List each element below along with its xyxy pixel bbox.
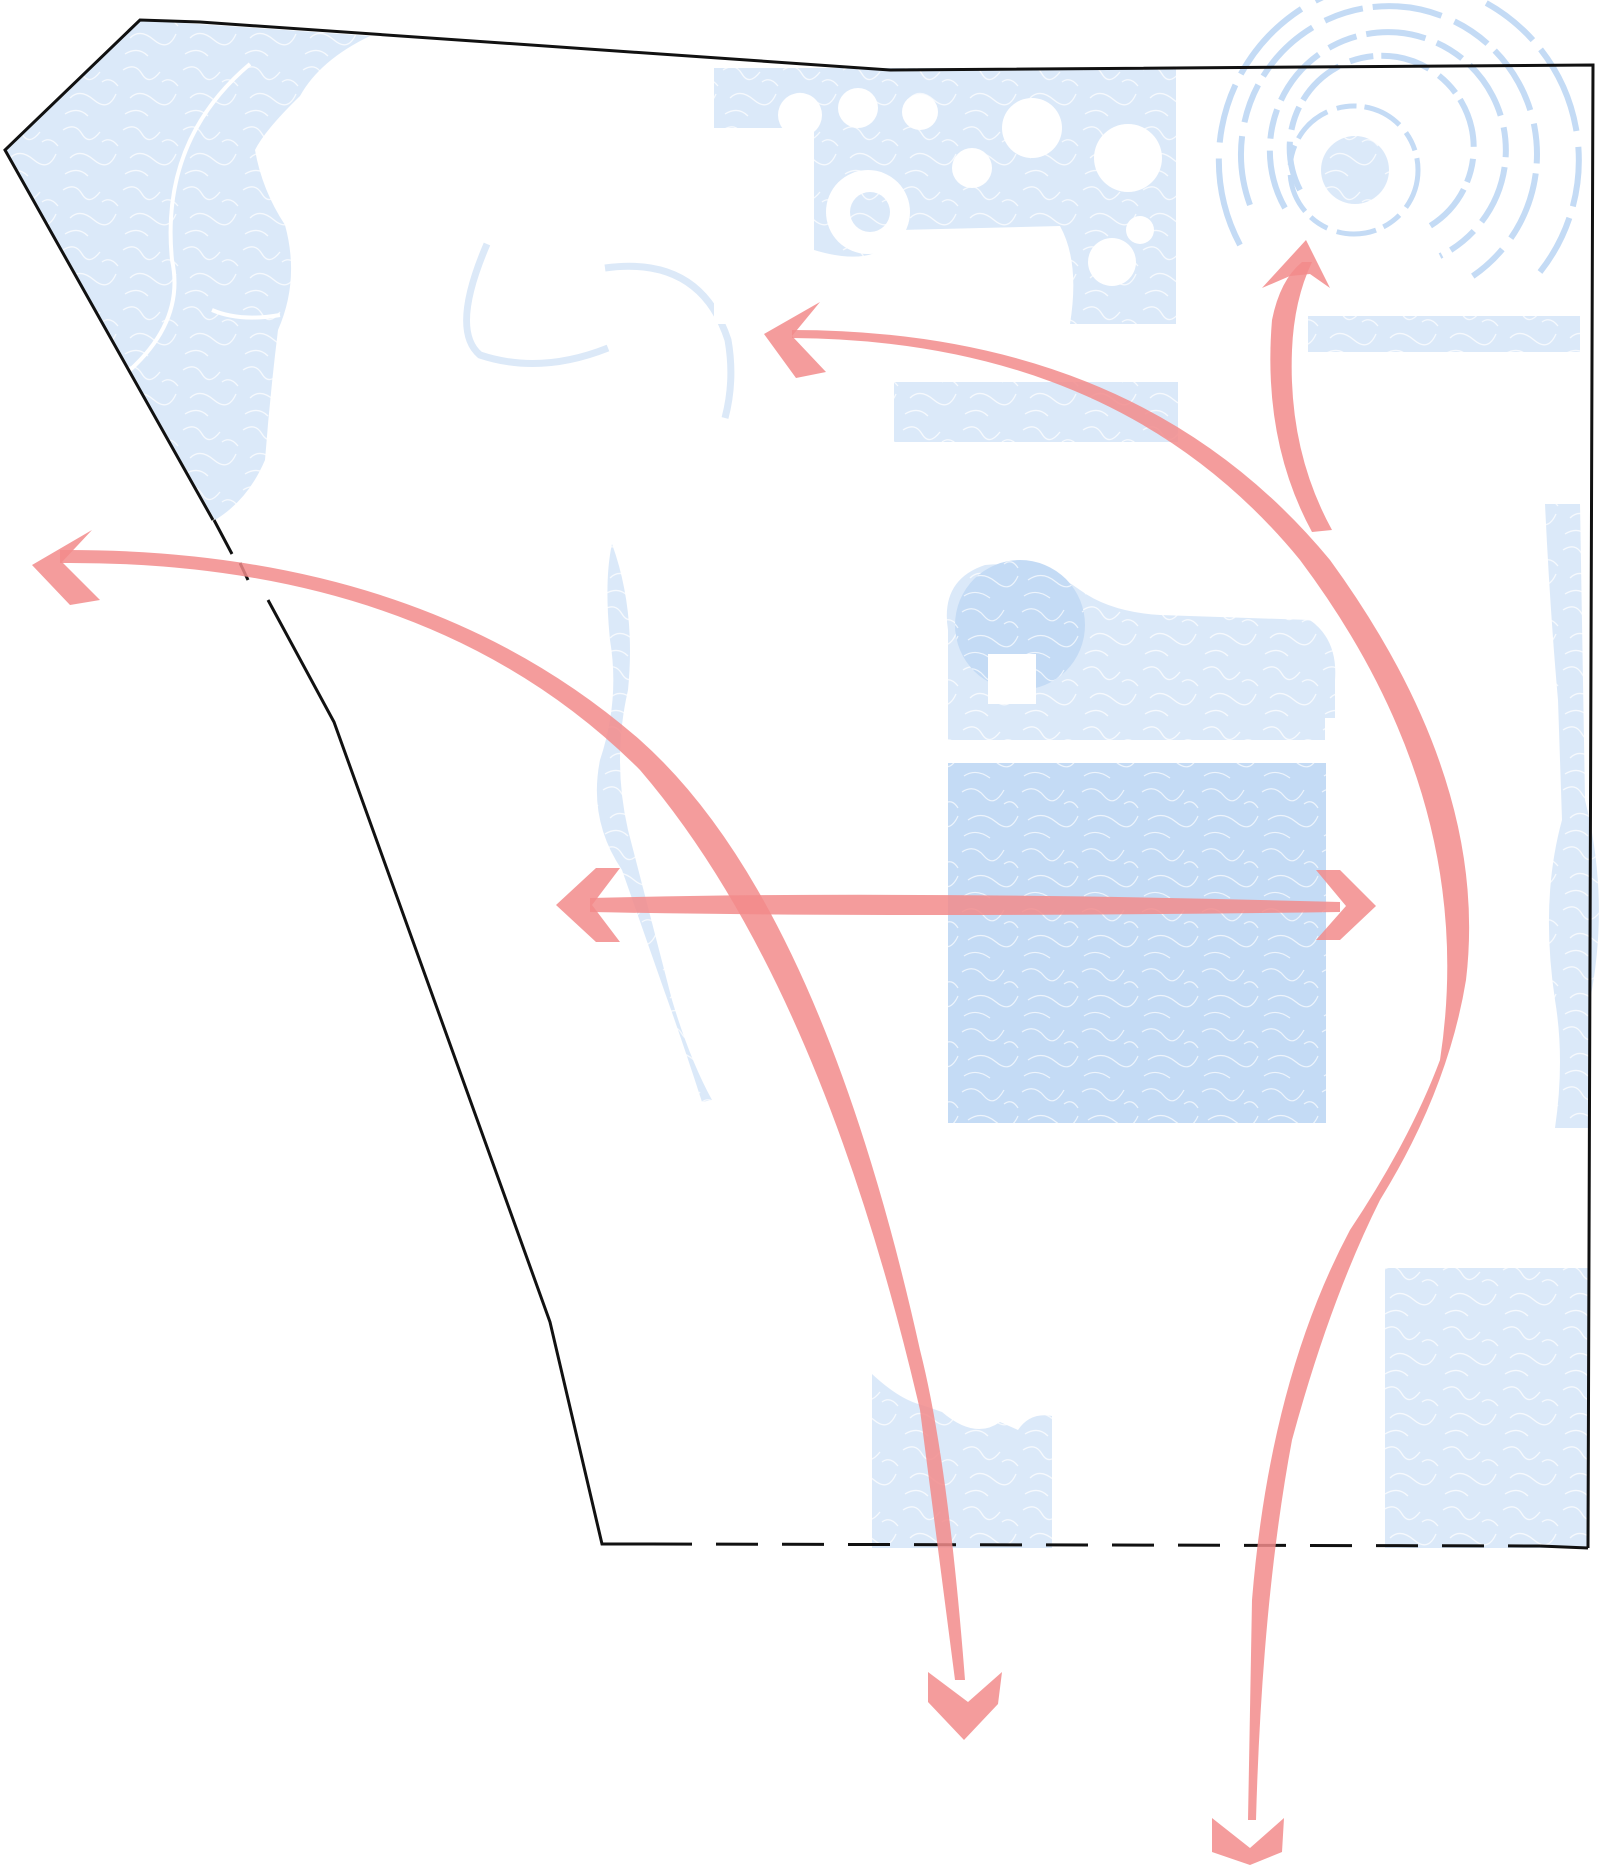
concentric-ring-4 [1286, 52, 1477, 229]
pond-bubble-4 [1002, 98, 1062, 158]
circulation-arrow-west-head [32, 530, 100, 605]
site-boundary-line-south-end [1539, 1544, 1589, 1550]
concentric-ring-3 [1266, 29, 1509, 259]
garden-path-arc-left [463, 242, 610, 368]
concentric-plaza [1215, 0, 1582, 281]
building-block-southeast [1385, 1268, 1588, 1548]
pond-bubble-6 [952, 148, 992, 188]
pond-feature-cutout-bottom [814, 226, 1074, 324]
pond-bubble-5 [1094, 124, 1162, 192]
site-boundary-line [3, 18, 1595, 1549]
courtyard-square [988, 654, 1036, 704]
pond-bubble-8 [1088, 238, 1136, 286]
circulation-arrows [32, 240, 1470, 1865]
circulation-arrow-plaza-stem [1270, 262, 1332, 532]
circulation-arrow-south-head-1 [928, 1672, 1002, 1740]
circulation-arrow-horizontal-head-east [1316, 870, 1376, 940]
building-block-central [948, 763, 1326, 1123]
pond-feature-cutout-left [714, 128, 814, 324]
concentric-plaza-center [1321, 136, 1389, 204]
pond-bubble-1 [778, 93, 822, 137]
landscape-zone-northwest [5, 20, 370, 520]
garden-path-northwest-arc [211, 308, 281, 320]
circulation-arrow-west-south-stem [60, 549, 965, 1680]
landscape-strip-wavy-west [596, 544, 712, 1102]
concentric-ring-1 [1215, 0, 1582, 274]
landscape-zones [5, 0, 1599, 1548]
site-boundary-line-south-dashed [649, 1542, 1541, 1548]
circulation-arrow-north-head [764, 302, 826, 378]
concentric-ring-5 [1287, 103, 1421, 237]
circulation-arrow-plaza-head [1262, 240, 1330, 288]
site-boundary-line-west [266, 599, 650, 1546]
site-boundary [3, 18, 1595, 1550]
building-block-southwest [872, 1374, 1052, 1548]
garden-path-arc-right [604, 262, 735, 419]
pond-bubble-9 [1126, 216, 1154, 244]
pond-bubble-2 [838, 88, 878, 128]
circulation-arrow-south-head-2 [1212, 1818, 1284, 1865]
circulation-arrow-horizontal-head-west [556, 868, 620, 942]
landscape-strip-wavy-east [1545, 504, 1599, 1128]
site-boundary-gap-west-1 [212, 519, 234, 555]
pond-bubble-3 [902, 94, 938, 130]
pond-feature [714, 68, 1176, 324]
garden-path-northwest-curve [128, 62, 252, 372]
landscape-strip-north [1308, 316, 1580, 352]
circulation-arrow-horizontal-stem [590, 894, 1340, 915]
circular-courtyard [955, 560, 1085, 690]
pond-bubble-10 [850, 192, 890, 232]
concentric-ring-2 [1237, 3, 1540, 281]
